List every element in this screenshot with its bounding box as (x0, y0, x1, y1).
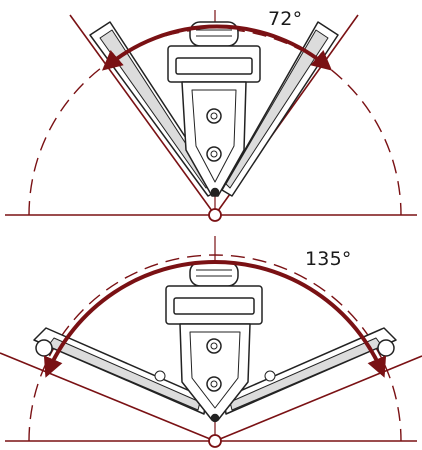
leg-line-right-bottom (214, 355, 422, 442)
angle-label-72: 72° (268, 8, 303, 30)
angle-arc-top (101, 24, 333, 71)
leg-line-left-top (69, 14, 216, 216)
leg-line-left-bottom (0, 352, 216, 442)
diagram-135 (0, 236, 422, 448)
tripod-device-bottom (33, 261, 397, 423)
pivot-ring-bottom (208, 434, 222, 448)
diagram-72 (5, 10, 417, 222)
angle-arc-bottom (43, 260, 387, 378)
pivot-ring-top (208, 208, 222, 222)
angle-label-135: 135° (305, 248, 352, 270)
